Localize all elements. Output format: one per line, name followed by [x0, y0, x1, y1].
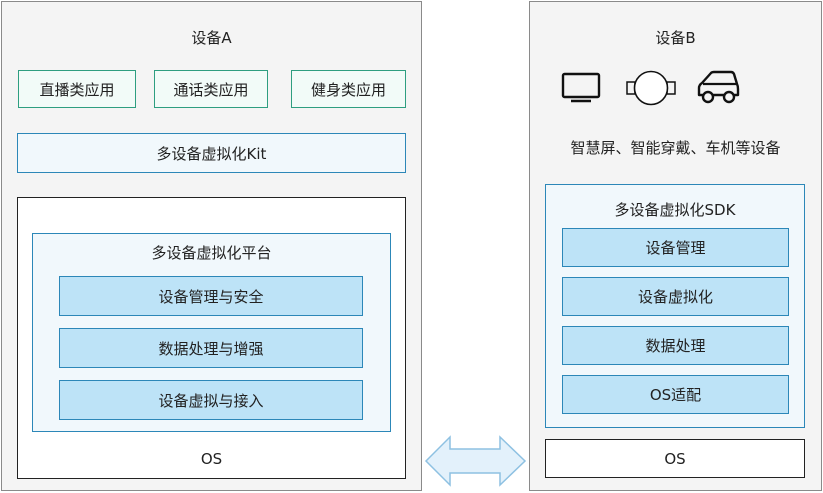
app-live-streaming-label: 直播类应用: [39, 80, 115, 99]
platform-module-device-virtualization-access: 设备虚拟与接入: [59, 380, 363, 420]
sdk-module-data-processing: 数据处理: [562, 326, 789, 365]
sdk-module-label: 设备虚拟化: [637, 288, 713, 306]
virtualization-kit-label: 多设备虚拟化Kit: [156, 144, 267, 163]
sdk-module-label: 设备管理: [645, 239, 706, 257]
app-fitness: 健身类应用: [291, 70, 406, 108]
sdk-module-device-virtualization: 设备虚拟化: [562, 277, 789, 316]
device-a-os-label: OS: [200, 450, 223, 468]
sdk-module-label: OS适配: [649, 386, 702, 404]
app-fitness-label: 健身类应用: [310, 80, 386, 99]
device-b-os-label: OS: [664, 449, 686, 468]
virtualization-kit: 多设备虚拟化Kit: [17, 133, 406, 173]
virtualization-sdk-title: 多设备虚拟化SDK: [614, 201, 736, 219]
app-live-streaming: 直播类应用: [18, 70, 136, 108]
device-b-title: 设备B: [655, 29, 696, 47]
sdk-module-label: 数据处理: [645, 337, 706, 355]
platform-module-label: 设备管理与安全: [158, 287, 264, 306]
double-arrow-icon: [424, 435, 527, 487]
tv-icon: [561, 72, 601, 103]
sdk-module-device-management: 设备管理: [562, 228, 789, 267]
device-a-title: 设备A: [191, 29, 232, 47]
sdk-module-os-adaptation: OS适配: [562, 375, 789, 414]
virtualization-platform-title: 多设备虚拟化平台: [151, 244, 272, 262]
app-calling-label: 通话类应用: [173, 80, 249, 99]
platform-module-label: 数据处理与增强: [158, 339, 264, 358]
platform-module-device-management-security: 设备管理与安全: [59, 276, 363, 316]
device-b-os-box: OS: [545, 439, 805, 478]
app-calling: 通话类应用: [154, 70, 268, 108]
platform-module-label: 设备虚拟与接入: [158, 391, 264, 410]
device-b-caption: 智慧屏、智能穿戴、车机等设备: [570, 139, 781, 157]
platform-module-data-processing-enhancement: 数据处理与增强: [59, 328, 363, 368]
watch-icon: [626, 70, 676, 106]
car-icon: [697, 70, 740, 104]
